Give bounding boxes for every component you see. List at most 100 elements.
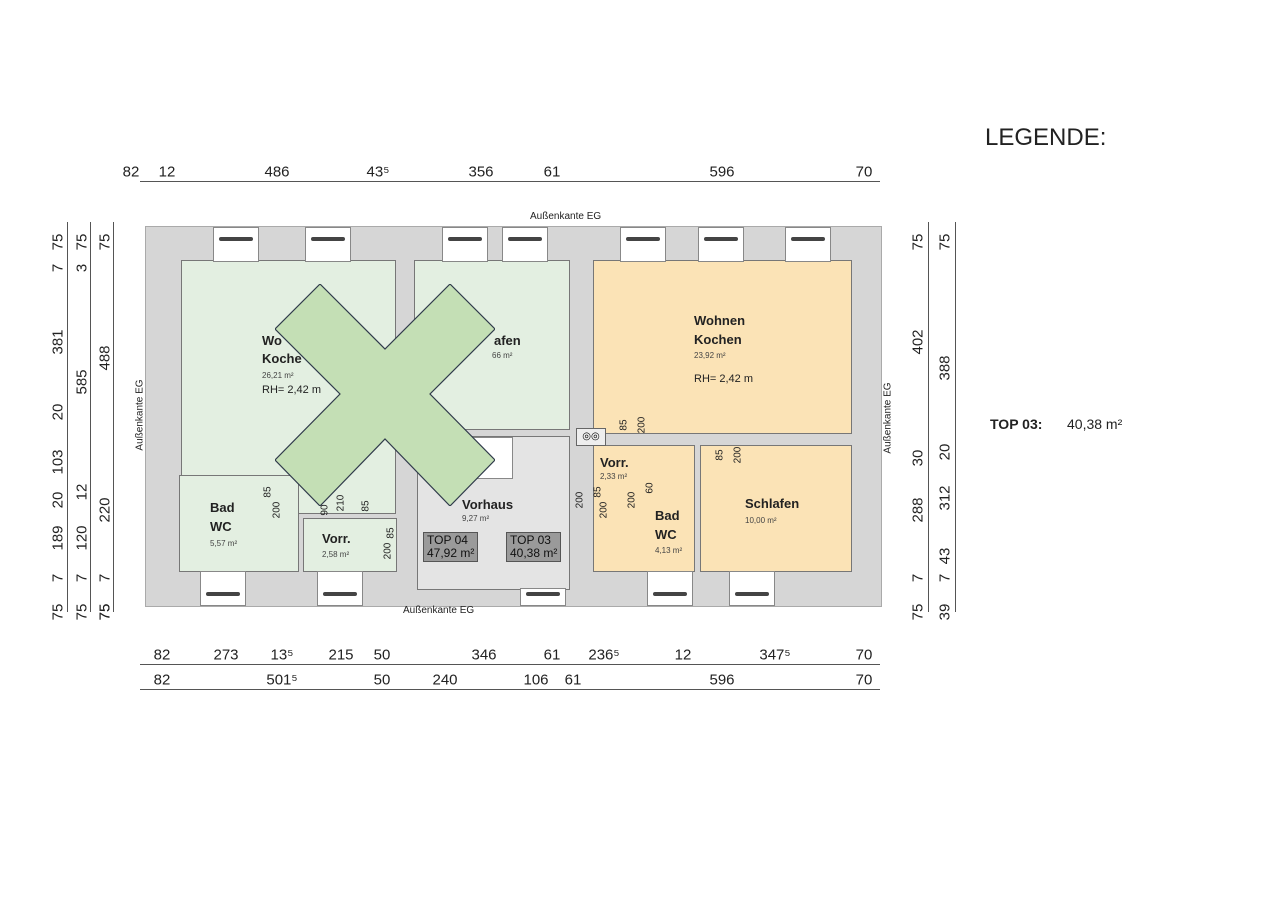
- dimension-label: 12: [158, 163, 176, 181]
- dimension-line: [140, 664, 880, 665]
- room-name: Vorr.: [600, 455, 629, 470]
- dimension-label: 596: [709, 671, 735, 689]
- room-name: Koche: [262, 351, 302, 366]
- unit-badge-top04: TOP 04 47,92 m²: [423, 532, 479, 562]
- dimension-label: 75: [73, 603, 91, 621]
- dimension-line: [113, 222, 114, 612]
- window: [442, 227, 488, 262]
- dimension-label: 75: [96, 603, 114, 621]
- dimension-line: [955, 222, 956, 612]
- dimension-label: 20: [49, 491, 67, 509]
- dimension-label: 288: [909, 497, 927, 523]
- room-area: 26,21 m²: [262, 371, 294, 380]
- dimension-label: 7: [73, 573, 91, 583]
- dimension-label: 75: [49, 603, 67, 621]
- room-area: 5,57 m²: [210, 539, 238, 548]
- door-dimension: 200: [636, 416, 648, 434]
- dimension-label: 20: [936, 443, 954, 461]
- window: [729, 571, 775, 606]
- window: [698, 227, 744, 262]
- dimension-label: 39: [936, 603, 954, 621]
- door-dimension: 200: [382, 542, 394, 560]
- dimension-label: 486: [264, 163, 290, 181]
- room-name: WC: [210, 519, 232, 534]
- dimension-label: 70: [855, 163, 873, 181]
- dimension-line: [928, 222, 929, 612]
- room-top04-bad-wc: [179, 475, 299, 572]
- room-name: Kochen: [694, 332, 742, 347]
- room-name: Bad: [655, 508, 680, 523]
- dimension-label: 220: [96, 497, 114, 523]
- dimension-label: 50: [373, 671, 391, 689]
- dimension-label: 70: [855, 671, 873, 689]
- outer-edge-label-top: Außenkante EG: [530, 211, 602, 222]
- dimension-label: 61: [543, 163, 561, 181]
- dimension-label: 388: [936, 355, 954, 381]
- room-name: Wo: [262, 333, 282, 348]
- dimension-label: 75: [936, 233, 954, 251]
- door-dimension: 85: [360, 500, 372, 512]
- room-name: Bad: [210, 500, 235, 515]
- room-area: 23,92 m²: [694, 351, 726, 360]
- window: [620, 227, 666, 262]
- stove-icon: ◎◎: [576, 428, 606, 446]
- dimension-label: 347⁵: [759, 646, 791, 664]
- dimension-label: 70: [855, 646, 873, 664]
- dimension-label: 402: [909, 329, 927, 355]
- dimension-label: 61: [543, 646, 561, 664]
- window: [317, 571, 363, 606]
- room-name: Vorr.: [322, 531, 351, 546]
- close-x-icon: [275, 284, 495, 506]
- door-dimension: 200: [574, 491, 586, 509]
- dimension-line: [67, 222, 68, 612]
- unit-area: 40,38 m²: [510, 546, 558, 560]
- outer-edge-label-left: Außenkante EG: [134, 379, 146, 451]
- window: [647, 571, 693, 606]
- room-area: 2,33 m²: [600, 472, 628, 481]
- door-dimension: 200: [626, 491, 638, 509]
- dimension-label: 240: [432, 671, 458, 689]
- dimension-label: 585: [73, 369, 91, 395]
- room-name: WC: [655, 527, 677, 542]
- window: [502, 227, 548, 262]
- dimension-label: 312: [936, 485, 954, 511]
- dimension-label: 106: [523, 671, 549, 689]
- room-area: 4,13 m²: [655, 546, 683, 555]
- dimension-label: 103: [49, 449, 67, 475]
- door-dimension: 210: [335, 494, 347, 512]
- outer-edge-label-bottom: Außenkante EG: [403, 605, 475, 616]
- dimension-label: 30: [909, 449, 927, 467]
- dimension-label: 12: [73, 483, 91, 501]
- door-dimension: 85: [592, 486, 604, 498]
- door-dimension: 200: [271, 501, 283, 519]
- dimension-label: 82: [122, 163, 140, 181]
- room-name: afen: [494, 333, 521, 348]
- room-area: 66 m²: [492, 351, 513, 360]
- door-dimension: 200: [598, 501, 610, 519]
- room-height: RH= 2,42 m: [694, 373, 753, 385]
- door-dimension: 85: [618, 419, 630, 431]
- room-area: 2,58 m²: [322, 550, 350, 559]
- door-dimension: 85: [262, 486, 274, 498]
- door-dimension: 200: [732, 446, 744, 464]
- legend-unit-area: 40,38 m²: [1067, 416, 1123, 432]
- door-dimension: 60: [644, 482, 656, 494]
- room-top03-wohnen-kochen: [593, 260, 852, 434]
- outer-edge-label-right: Außenkante EG: [882, 382, 894, 454]
- dimension-label: 13⁵: [270, 646, 294, 664]
- dimension-label: 43: [936, 547, 954, 565]
- dimension-label: 50: [373, 646, 391, 664]
- unit-badge-top03: TOP 03 40,38 m²: [506, 532, 562, 562]
- door-dimension: 85: [714, 449, 726, 461]
- room-name: Wohnen: [694, 313, 746, 328]
- room-top03-schlafen: [700, 445, 852, 572]
- dimension-label: 75: [49, 233, 67, 251]
- dimension-label: 356: [468, 163, 494, 181]
- unit-name: TOP 04: [427, 533, 468, 547]
- door-dimension: 85: [385, 527, 397, 539]
- dimension-label: 20: [49, 403, 67, 421]
- dimension-label: 3: [73, 263, 91, 273]
- dimension-label: 346: [471, 646, 497, 664]
- room-name: Schlafen: [745, 496, 800, 511]
